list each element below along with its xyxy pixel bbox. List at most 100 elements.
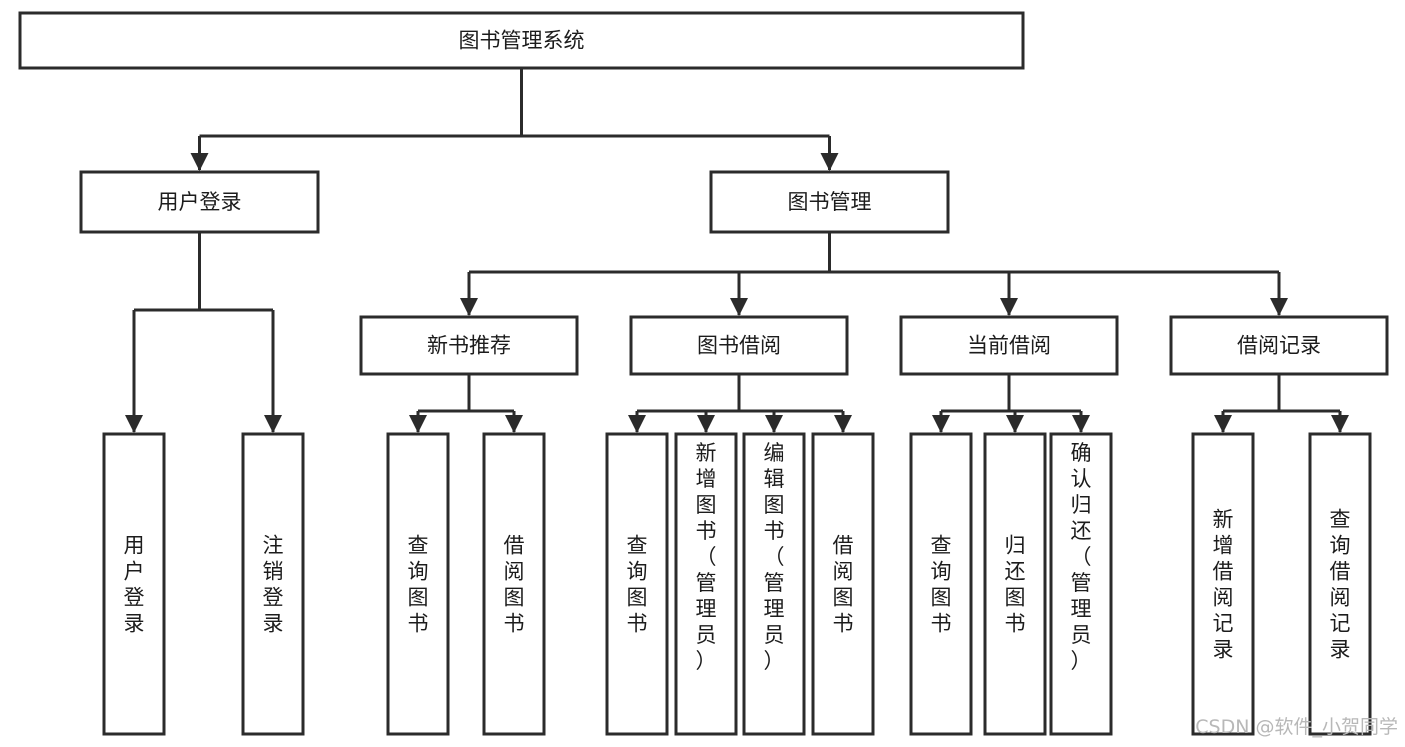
node-box (811, 432, 875, 736)
connectors-layer (125, 68, 1349, 433)
node-label-char: 员 (696, 623, 717, 647)
arrow-head-icon (460, 298, 478, 316)
node-label-char: 书 (627, 611, 648, 635)
node-box (102, 432, 166, 736)
arrow-head-icon (1006, 415, 1024, 433)
node-label-char: 书 (696, 519, 717, 543)
node-label: 借阅记录 (1237, 334, 1321, 358)
node-label-char: ） (764, 649, 785, 673)
node-box (79, 170, 320, 234)
node-box (909, 432, 973, 736)
node-label-char: 还 (1005, 559, 1026, 583)
node-label-char: ） (1071, 649, 1092, 673)
node-label-char: 用 (124, 533, 145, 557)
node-label: 图书管理 (788, 190, 872, 214)
node-label-char: 认 (1071, 467, 1092, 491)
node-label-char: 理 (696, 597, 717, 621)
node-current-borrow[interactable]: 当前借阅 (899, 315, 1119, 376)
node-label-char: 户 (124, 559, 145, 583)
node-box (359, 315, 579, 376)
node-label-char: 图 (696, 493, 717, 517)
node-label-char: 阅 (1213, 585, 1234, 609)
node-label-char: 增 (696, 467, 717, 491)
node-label-char: 员 (764, 623, 785, 647)
node-label-char: 询 (931, 559, 952, 583)
node-label: 图书借阅 (697, 334, 781, 358)
node-box (1169, 315, 1389, 376)
arrow-head-icon (409, 415, 427, 433)
arrow-head-icon (505, 415, 523, 433)
nodes-layer: 图书管理系统用户登录图书管理新书推荐图书借阅当前借阅借阅记录用户登录注销登录查询… (18, 11, 1389, 736)
node-book-management[interactable]: 图书管理 (709, 170, 950, 234)
node-label-char: 借 (1330, 559, 1351, 583)
node-label-char: 录 (1330, 637, 1351, 661)
csdn-watermark: CSDN @软件_小贺同学 (1195, 716, 1398, 738)
node-label-char: 图 (627, 585, 648, 609)
node-label-char: 记 (1213, 611, 1234, 635)
node-borrow-record[interactable]: 借阅记录 (1169, 315, 1389, 376)
arrow-head-icon (190, 153, 209, 171)
node-label-char: （ (1071, 545, 1092, 569)
node-label-char: 图 (931, 585, 952, 609)
node-box (629, 315, 849, 376)
node-label-char: 录 (263, 611, 284, 635)
node-label-char: （ (764, 545, 785, 569)
node-leaf-user-login[interactable]: 用户登录 (102, 432, 166, 736)
node-label: 图书管理系统 (459, 29, 585, 53)
node-label: 新书推荐 (427, 334, 511, 358)
arrow-head-icon (765, 415, 783, 433)
arrow-head-icon (1214, 415, 1232, 433)
node-new-book-recommend[interactable]: 新书推荐 (359, 315, 579, 376)
node-label-char: 查 (408, 533, 429, 557)
node-box (674, 432, 738, 736)
node-book-borrow[interactable]: 图书借阅 (629, 315, 849, 376)
arrow-head-icon (697, 415, 715, 433)
node-label-char: 阅 (504, 559, 525, 583)
arrow-head-icon (1072, 415, 1090, 433)
node-label-char: 理 (1071, 597, 1092, 621)
node-label-char: 询 (627, 559, 648, 583)
node-label-char: 管 (1071, 571, 1092, 595)
node-label-char: 辑 (764, 467, 785, 491)
node-box (983, 432, 1047, 736)
node-label-char: 查 (931, 533, 952, 557)
node-label-char: 确 (1071, 441, 1092, 465)
arrow-head-icon (932, 415, 950, 433)
node-box (605, 432, 669, 736)
node-label-char: 图 (764, 493, 785, 517)
node-label-char: 阅 (1330, 585, 1351, 609)
node-label-char: 查 (1330, 507, 1351, 531)
node-root[interactable]: 图书管理系统 (18, 11, 1025, 70)
arrow-head-icon (628, 415, 646, 433)
arrow-head-icon (1331, 415, 1349, 433)
node-label-char: 编 (764, 441, 785, 465)
node-user-login[interactable]: 用户登录 (79, 170, 320, 234)
node-label-char: 图 (833, 585, 854, 609)
node-label-char: 借 (504, 533, 525, 557)
node-label: 用户登录 (158, 190, 242, 214)
node-label-char: 书 (764, 519, 785, 543)
node-label-char: 书 (931, 611, 952, 635)
node-label-char: 查 (627, 533, 648, 557)
node-label-char: 借 (833, 533, 854, 557)
node-label-char: 询 (1330, 533, 1351, 557)
node-label-char: 还 (1071, 519, 1092, 543)
node-box (18, 11, 1025, 70)
node-box (742, 432, 806, 736)
node-box (1308, 432, 1372, 736)
node-label-char: 新 (1213, 507, 1234, 531)
